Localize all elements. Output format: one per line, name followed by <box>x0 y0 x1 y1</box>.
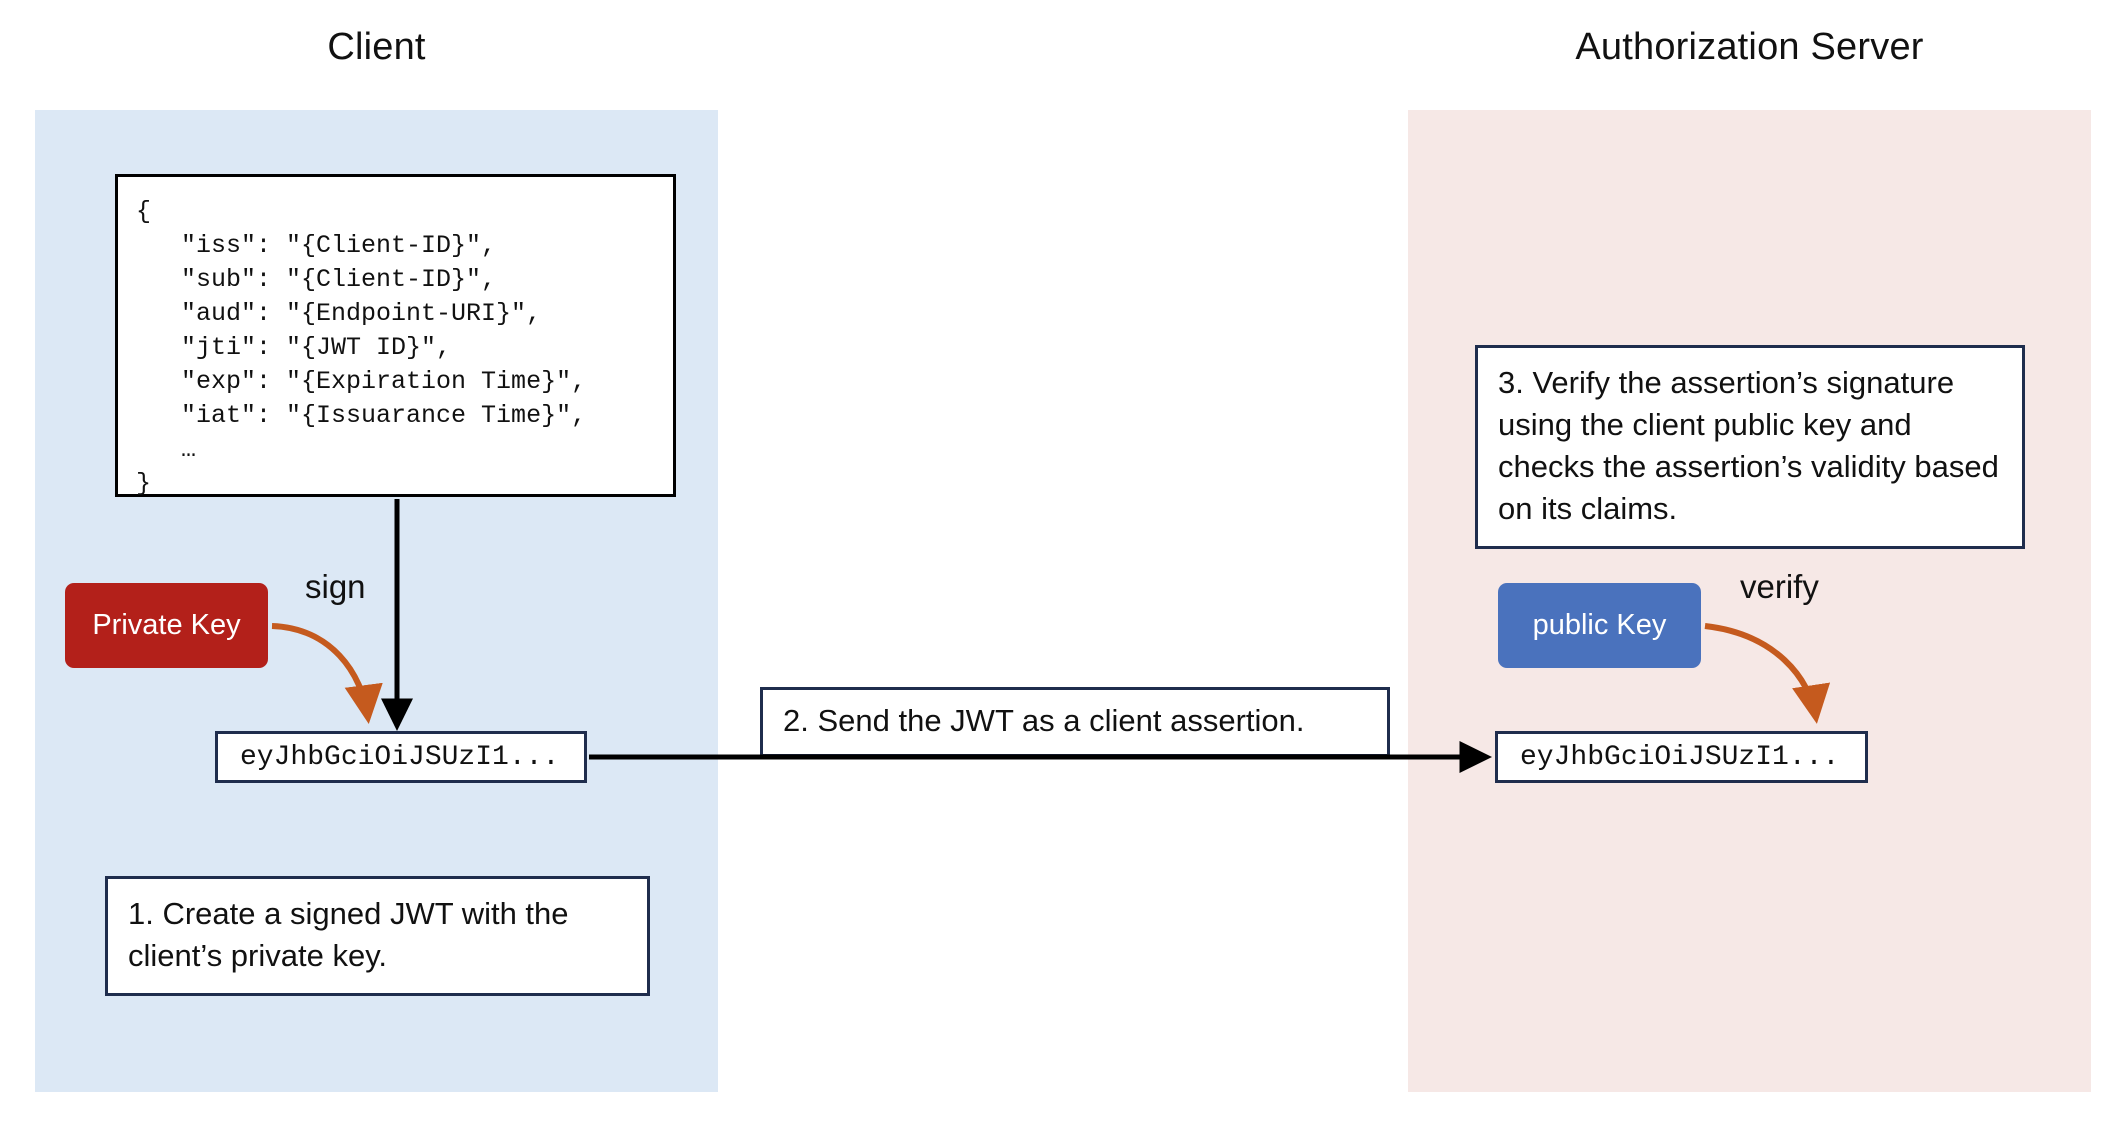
verify-arrow-label: verify <box>1740 568 1819 605</box>
client-jwt-token-box: eyJhbGciOiJSUzI1... <box>215 731 587 783</box>
step-3-text: 3. Verify the assertion’s signature usin… <box>1498 365 1999 526</box>
sign-arrow-label: sign <box>305 568 366 605</box>
server-jwt-token-box: eyJhbGciOiJSUzI1... <box>1495 731 1868 783</box>
step-1-text: 1. Create a signed JWT with the client’s… <box>128 896 569 973</box>
client-panel-title: Client <box>327 26 426 68</box>
authorization-server-panel-title: Authorization Server <box>1575 26 1924 68</box>
server-jwt-token-text: eyJhbGciOiJSUzI1... <box>1520 741 1840 773</box>
jwt-claims-box: { ″iss″: ″{Client-ID}″, ″sub″: ″{Client-… <box>115 174 676 498</box>
private-key-box: Private Key <box>65 583 268 668</box>
step-2-callout: 2. Send the JWT as a client assertion. <box>760 687 1390 757</box>
step-1-callout: 1. Create a signed JWT with the client’s… <box>105 876 650 996</box>
public-key-label: public Key <box>1532 609 1667 641</box>
step-3-callout: 3. Verify the assertion’s signature usin… <box>1475 345 2025 549</box>
step-2-text: 2. Send the JWT as a client assertion. <box>783 703 1305 738</box>
public-key-box: public Key <box>1498 583 1701 668</box>
jwt-claims-code: { ″iss″: ″{Client-ID}″, ″sub″: ″{Client-… <box>136 197 587 498</box>
client-jwt-token-text: eyJhbGciOiJSUzI1... <box>240 741 560 773</box>
private-key-label: Private Key <box>92 609 241 641</box>
